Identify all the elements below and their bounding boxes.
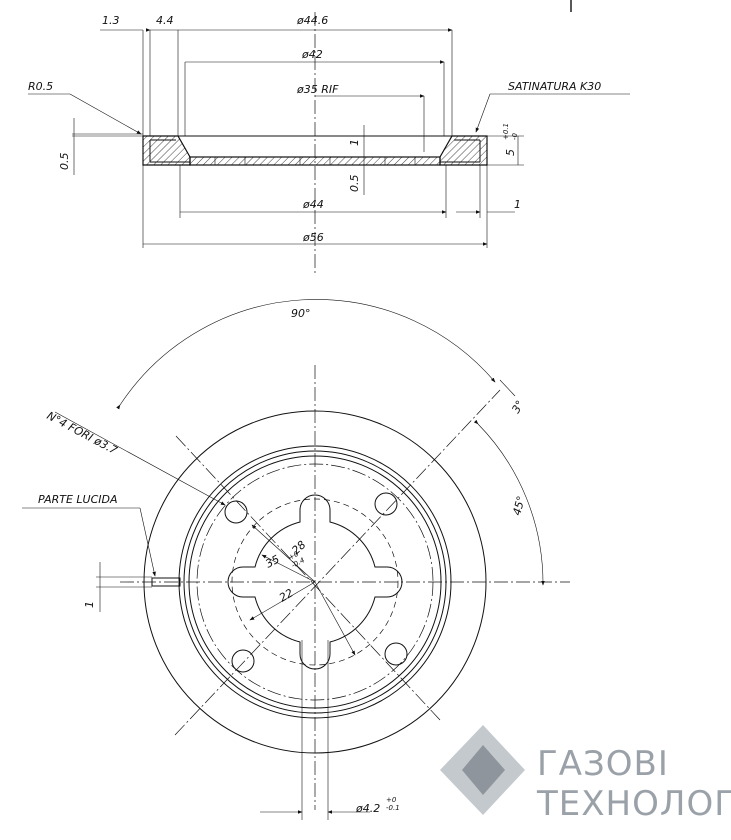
note-parte-lucida: PARTE LUCIDA: [38, 493, 118, 506]
inner-dashed-circle: [231, 498, 399, 666]
dim-diam-42: ø42: [301, 48, 323, 61]
dim-radius-0-5: R0.5: [28, 80, 53, 93]
logo-line-2: ТЕХНОЛОГІЇ: [536, 784, 731, 824]
angle-90-arc: [116, 299, 496, 410]
dim-angle-45: 45°: [510, 495, 528, 517]
dim-height-5-tol-up: +0.1: [502, 123, 510, 140]
mounting-hole-bottom-right: [384, 642, 408, 666]
dim-diam-4-2-tol-low: -0.1: [386, 804, 400, 812]
dim-height-5: 5: [504, 149, 517, 156]
dim-height-5-tol-low: -0: [511, 132, 519, 140]
mounting-hole-top-right: [374, 492, 398, 516]
dim-diam-4-2: ø4.2: [355, 802, 380, 815]
section-bottom-plate: [189, 156, 441, 166]
dim-diam-4-2-tol-up: +0: [386, 796, 397, 804]
mounting-hole-bottom-left: [231, 649, 255, 673]
angle-45-arc: [473, 419, 545, 586]
rim-circle-2: [183, 450, 447, 714]
section-view: 1.3 4.4 ø44.6 ø42 ø35 RIF R0.5 SATINATUR…: [28, 0, 630, 275]
rim-circle-3: [188, 455, 442, 709]
section-plate-holes: [214, 157, 416, 165]
company-logo: ГАЗОВІ ТЕХНОЛОГІЇ: [440, 725, 731, 824]
plan-diagonal-centerline: [174, 389, 501, 736]
logo-line-1: ГАЗОВІ: [537, 744, 669, 784]
dim-height-1: 1: [348, 139, 361, 146]
note-satinatura: SATINATURA K30: [508, 80, 601, 93]
note-holes: N°4 FORI ø3.7: [45, 409, 120, 457]
dim-diam-44-6: ø44.6: [296, 14, 328, 27]
dim-angle-3: 3°: [509, 398, 527, 415]
mounting-hole-top-left: [224, 500, 248, 524]
dim-diam-56: ø56: [302, 231, 324, 244]
plan-diagonal-centerline-2: [175, 435, 441, 721]
dim-22: 22: [277, 586, 296, 604]
rim-circle-1: [178, 445, 452, 719]
polished-notch: [151, 577, 181, 587]
dim-height-0-5-left: 0.5: [58, 153, 71, 171]
dim-angle-90: 90°: [291, 307, 311, 320]
central-opening-outline: [227, 494, 403, 670]
dim-1-3: 1.3: [102, 14, 120, 27]
dim-width-1-plan: 1: [83, 601, 96, 608]
bolt-circle: [196, 463, 434, 701]
dim-diam-44: ø44: [302, 198, 324, 211]
dim-width-1: 1: [514, 198, 521, 211]
dim-diam-35-rif: ø35 RIF: [296, 83, 339, 96]
dim-height-0-5-center: 0.5: [348, 175, 361, 193]
dim-35: 35: [263, 553, 281, 571]
dim-4-4: 4.4: [156, 14, 174, 27]
